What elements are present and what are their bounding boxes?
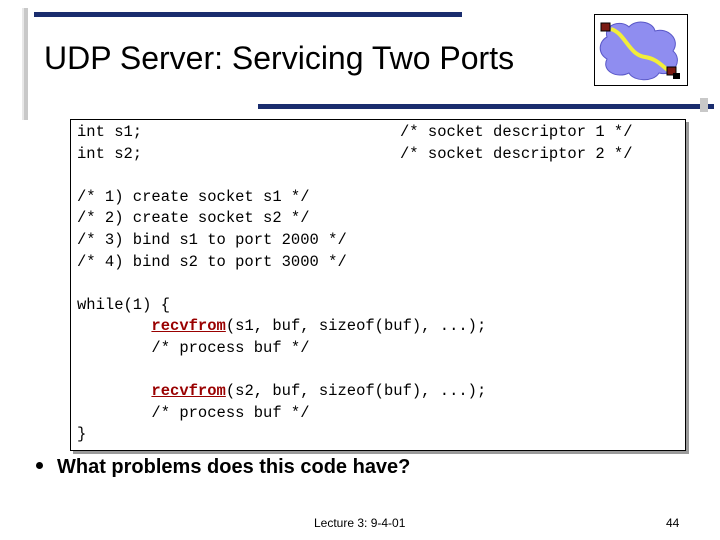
code-line: int s1; /* socket descriptor 1 */ [77, 122, 633, 144]
code-comment: /* socket descriptor 2 */ [400, 144, 633, 163]
code-line [77, 273, 486, 295]
code-function-name: recvfrom [151, 317, 226, 336]
code-text: /* process buf */ [77, 403, 310, 422]
code-text: /* 2) create socket s2 */ [77, 209, 310, 228]
code-listing-box: int s1; /* socket descriptor 1 */ int s2; /… [70, 119, 686, 451]
code-line [77, 165, 486, 187]
code-function-name: recvfrom [151, 382, 226, 401]
code-line: recvfrom(s1, buf, sizeof(buf), ...); [77, 316, 486, 338]
code-line: /* 3) bind s1 to port 2000 */ [77, 230, 486, 252]
title-underline-bar [258, 104, 714, 109]
code-line: /* process buf */ [77, 338, 486, 360]
code-text: (s2, buf, sizeof(buf), ...); [225, 382, 487, 401]
code-text: /* 1) create socket s1 */ [77, 187, 310, 206]
bullet-item: What problems does this code have? [36, 456, 410, 479]
code-line: /* 4) bind s2 to port 3000 */ [77, 252, 486, 274]
code-line: while(1) { [77, 295, 486, 317]
network-cloud-logo-icon [594, 14, 688, 86]
code-text: /* process buf */ [77, 338, 310, 357]
code-text [77, 382, 151, 400]
code-comment: /* socket descriptor 1 */ [400, 123, 633, 141]
code-line: recvfrom(s2, buf, sizeof(buf), ...); [77, 381, 486, 403]
code-text [77, 317, 151, 335]
code-text: /* 4) bind s2 to port 3000 */ [77, 252, 347, 271]
bullet-text: What problems does this code have? [57, 456, 411, 478]
code-text: } [77, 425, 87, 444]
code-text: int s1; [77, 123, 143, 141]
top-decorative-bar [34, 12, 462, 17]
code-text: /* 3) bind s1 to port 2000 */ [77, 230, 347, 249]
slide-title: UDP Server: Servicing Two Ports [44, 40, 515, 76]
code-listing: int s1; /* socket descriptor 1 */ int s2; /… [77, 122, 633, 446]
code-line [77, 360, 486, 382]
code-text: (s1, buf, sizeof(buf), ...); [225, 317, 487, 336]
code-line: /* 2) create socket s2 */ [77, 208, 486, 230]
code-text: while(1) { [77, 295, 171, 314]
code-line: /* process buf */ [77, 403, 486, 425]
code-line: /* 1) create socket s1 */ [77, 187, 486, 209]
footer-lecture: Lecture 3: 9-4-01 [314, 516, 406, 530]
bullet-dot-icon [36, 462, 43, 470]
code-line: } [77, 424, 486, 446]
code-text: int s2; [77, 144, 143, 163]
page-number: 44 [666, 516, 680, 530]
left-decorative-bar [22, 8, 28, 120]
right-decorative-bar [700, 98, 708, 112]
code-line: int s2; /* socket descriptor 2 */ [77, 144, 633, 166]
